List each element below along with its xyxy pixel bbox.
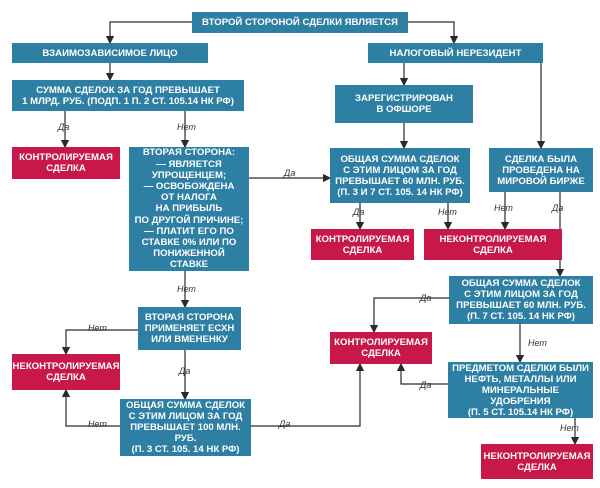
commodities-node: Предметом сделки были нефть, металлы или… bbox=[448, 362, 593, 418]
edge-label-yes: Да bbox=[353, 207, 365, 217]
edge-label-yes: Да bbox=[420, 293, 432, 303]
uncontrolled-deal-3: Неконтролируемая сделка bbox=[481, 444, 593, 479]
edge-label-yes: Да bbox=[279, 419, 291, 429]
sum-1bln-node: Сумма сделок за год превышает 1 млрд. ру… bbox=[12, 80, 244, 111]
edge-label-no: Нет bbox=[177, 284, 196, 294]
second-side-node: Вторая сторона: — является упрощенцем; —… bbox=[129, 147, 249, 271]
edge-label-no: Нет bbox=[88, 419, 107, 429]
interdependent-person-node: Взаимозависимое лицо bbox=[12, 43, 208, 63]
edge-label-no: Нет bbox=[438, 207, 457, 217]
edge-label-yes: Да bbox=[179, 366, 191, 376]
root-node: Второй стороной сделки является bbox=[192, 12, 408, 33]
registered-offshore-node: Зарегистрирован в офшоре bbox=[335, 85, 473, 123]
edge-label-no: Нет bbox=[88, 323, 107, 333]
edge-label-no: Нет bbox=[177, 122, 196, 132]
sum-60mln-node-2: Общая сумма сделок с этим лицом за год п… bbox=[449, 276, 593, 324]
controlled-deal-3: Контролируемая сделка bbox=[330, 332, 432, 364]
eshn-node: Вторая сторона применяет ЕСХН или вменен… bbox=[138, 307, 241, 350]
uncontrolled-deal-2: Неконтролируемая сделка bbox=[12, 354, 120, 390]
edge-label-yes: Да bbox=[420, 380, 432, 390]
edge-label-yes: Да bbox=[58, 122, 70, 132]
world-exchange-node: Сделка была проведена на мировой бирже bbox=[489, 148, 593, 192]
edge-label-no: Нет bbox=[560, 423, 579, 433]
uncontrolled-deal-1: Неконтролируемая сделка bbox=[424, 229, 562, 260]
controlled-deal-1: Контролируемая сделка bbox=[12, 147, 120, 179]
sum-60mln-offshore-node: Общая сумма сделок с этим лицом за год п… bbox=[330, 148, 470, 203]
tax-nonresident-node: Налоговый нерезидент bbox=[368, 43, 543, 63]
edge-label-no: Нет bbox=[494, 203, 513, 213]
sum-100mln-node: Общая сумма сделок с этим лицом за год п… bbox=[120, 399, 251, 456]
edge-label-yes: Да bbox=[284, 168, 296, 178]
edge-label-no: Нет bbox=[528, 338, 547, 348]
controlled-deal-2: Контролируемая сделка bbox=[311, 229, 414, 260]
edge-label-yes: Да bbox=[552, 203, 564, 213]
